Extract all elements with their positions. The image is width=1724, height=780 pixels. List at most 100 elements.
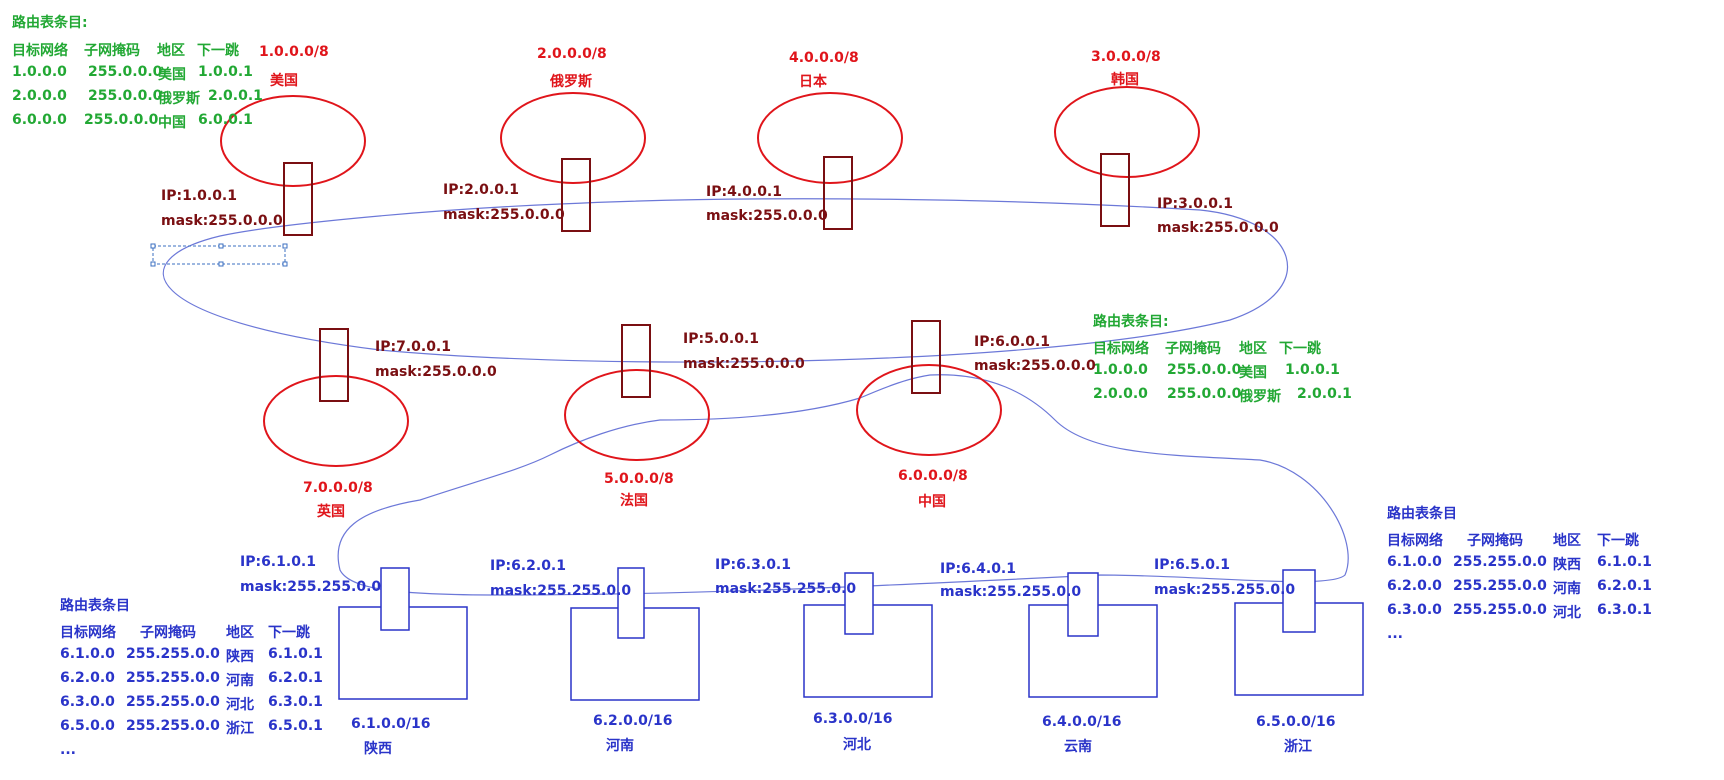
mask-label-uk: mask:255.0.0.0 [375,364,497,380]
table-cell: 255.0.0.0 [88,88,163,104]
mask-label-china: mask:255.0.0.0 [974,358,1096,374]
header-cell: 目标网络 [12,43,68,59]
region-label-shaanxi: 陕西 [364,741,392,757]
table-cell: 河南 [226,673,254,689]
china-link [337,374,1349,596]
table-cell: 255.255.0.0 [126,646,220,662]
network-usa [220,95,366,187]
net-label-zhejiang: 6.5.0.0/16 [1256,714,1336,730]
table-cell: 6.1.0.1 [268,646,323,662]
table-cell: 1.0.0.1 [1285,362,1340,378]
network-china [856,364,1002,456]
net-label-russia: 2.0.0.0/8 [537,46,607,62]
header-cell: 下一跳 [268,625,310,641]
net-label-yunnan: 6.4.0.0/16 [1042,714,1122,730]
ip-label-usa: IP:1.0.0.1 [161,188,237,204]
ellipsis-text: ... [60,742,76,758]
table-cell: 1.0.0.1 [198,64,253,80]
table-cell: 6.3.0.0 [1387,602,1442,618]
backbone-link [162,198,1288,363]
ellipsis-text: ... [1387,626,1403,642]
table-cell: 2.0.0.1 [1297,386,1352,402]
header-cell: 下一跳 [197,43,239,59]
mask-label-shaanxi: mask:255.255.0.0 [240,579,382,595]
net-label-china: 6.0.0.0/8 [898,468,968,484]
net-label-henan: 6.2.0.0/16 [593,713,673,729]
subnet-router-shaanxi [380,567,410,631]
table-cell: 河南 [1553,581,1581,597]
table-cell: 美国 [1239,365,1267,381]
header-cell: 地区 [1239,341,1267,357]
network-russia [500,92,646,184]
table-cell: 6.1.0.1 [1597,554,1652,570]
ip-label-yunnan: IP:6.4.0.1 [940,561,1016,577]
region-label-france: 法国 [620,493,648,509]
router-russia [561,158,591,232]
table-cell: 2.0.0.0 [12,88,67,104]
region-label-uk: 英国 [317,504,345,520]
table-cell: 河北 [1553,605,1581,621]
table-cell: 6.0.0.0 [12,112,67,128]
header-cell: 地区 [157,43,185,59]
subnet-router-henan [617,567,645,639]
table-cell: 陕西 [1553,557,1581,573]
table-cell: 6.3.0.1 [1597,602,1652,618]
table-cell: 1.0.0.0 [12,64,67,80]
header-cell: 地区 [1553,533,1581,549]
subnet-router-yunnan [1067,572,1099,637]
table-cell: 6.5.0.0 [60,718,115,734]
selection-box[interactable] [150,243,288,267]
table-cell: 6.0.0.1 [198,112,253,128]
table-cell: 2.0.0.1 [208,88,263,104]
table-cell: 2.0.0.0 [1093,386,1148,402]
table-cell: 255.255.0.0 [126,718,220,734]
table-cell: 6.3.0.1 [268,694,323,710]
table-cell: 中国 [158,115,186,131]
table-cell: 255.255.0.0 [1453,578,1547,594]
router-usa [283,162,313,236]
rt-top-left-title: 路由表条目: [12,15,88,31]
region-label-hebei: 河北 [843,737,871,753]
subnet-router-zhejiang [1282,569,1316,633]
net-label-korea: 3.0.0.0/8 [1091,49,1161,65]
mask-label-japan: mask:255.0.0.0 [706,208,828,224]
net-label-hebei: 6.3.0.0/16 [813,711,893,727]
table-cell: 6.2.0.0 [60,670,115,686]
mask-label-russia: mask:255.0.0.0 [443,207,565,223]
table-cell: 河北 [226,697,254,713]
mask-label-hebei: mask:255.255.0.0 [715,581,857,597]
ip-label-zhejiang: IP:6.5.0.1 [1154,557,1230,573]
header-cell: 子网掩码 [84,43,140,59]
mask-label-henan: mask:255.255.0.0 [490,583,632,599]
router-france [621,324,651,398]
region-label-russia: 俄罗斯 [550,74,592,90]
table-cell: 255.255.0.0 [1453,602,1547,618]
ip-label-china: IP:6.0.0.1 [974,334,1050,350]
region-label-korea: 韩国 [1111,72,1139,88]
ip-label-japan: IP:4.0.0.1 [706,184,782,200]
rt-middle-right-title: 路由表条目: [1093,314,1169,330]
ip-label-hebei: IP:6.3.0.1 [715,557,791,573]
table-cell: 6.1.0.0 [1387,554,1442,570]
net-label-shaanxi: 6.1.0.0/16 [351,716,431,732]
ip-label-korea: IP:3.0.0.1 [1157,196,1233,212]
header-cell: 目标网络 [60,625,116,641]
region-label-henan: 河南 [606,738,634,754]
table-cell: 255.0.0.0 [84,112,159,128]
region-label-yunnan: 云南 [1064,739,1092,755]
network-france [564,369,710,461]
header-cell: 子网掩码 [140,625,196,641]
mask-label-usa: mask:255.0.0.0 [161,213,283,229]
table-cell: 255.255.0.0 [1453,554,1547,570]
table-cell: 255.0.0.0 [1167,386,1242,402]
rt-bottom-left-title: 路由表条目 [60,598,130,614]
header-cell: 下一跳 [1597,533,1639,549]
net-label-uk: 7.0.0.0/8 [303,480,373,496]
net-label-japan: 4.0.0.0/8 [789,50,859,66]
header-cell: 目标网络 [1093,341,1149,357]
header-cell: 子网掩码 [1165,341,1221,357]
table-cell: 6.1.0.0 [60,646,115,662]
table-cell: 6.3.0.0 [60,694,115,710]
table-cell: 陕西 [226,649,254,665]
